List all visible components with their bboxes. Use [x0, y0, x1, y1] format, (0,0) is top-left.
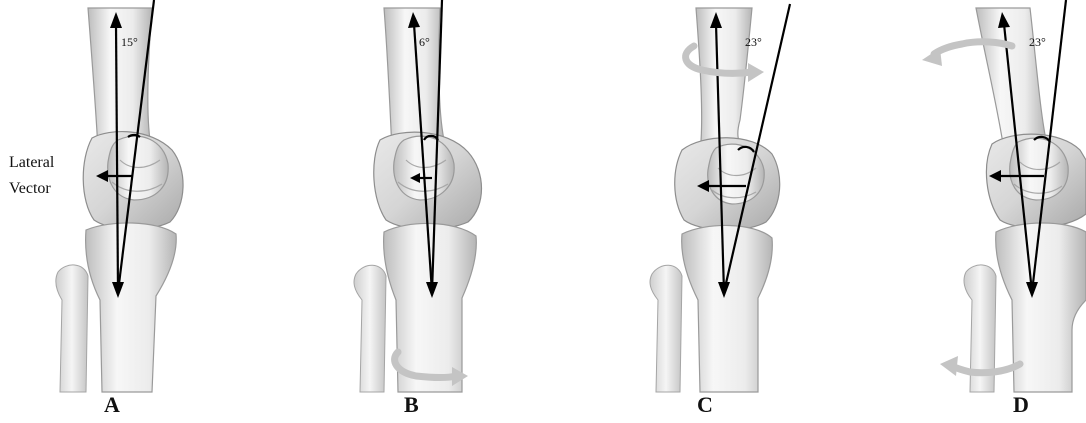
panel-letter-c: C — [697, 392, 713, 417]
angle-label-b: 6° — [419, 35, 430, 49]
lateral-vector-label-line1: Lateral — [9, 154, 55, 171]
angle-label-d: 23° — [1029, 35, 1046, 49]
fibula — [650, 265, 682, 392]
panel-c — [650, 4, 790, 392]
tibia — [86, 223, 177, 392]
panel-d — [922, 0, 1086, 392]
tibia — [682, 225, 773, 392]
fibula — [354, 265, 386, 392]
panel-letter-b: B — [404, 392, 419, 417]
angle-label-c: 23° — [745, 35, 762, 49]
angle-label-a: 15° — [121, 35, 138, 49]
fibula — [56, 265, 88, 392]
femur-shaft — [976, 8, 1046, 150]
femur-shaft — [696, 8, 752, 152]
lateral-vector-label-line2: Vector — [9, 180, 51, 197]
panel-a — [56, 0, 183, 392]
panel-letter-a: A — [104, 392, 120, 417]
panel-letter-d: D — [1013, 392, 1029, 417]
panel-b — [354, 0, 482, 392]
femur-shaft — [88, 8, 152, 150]
